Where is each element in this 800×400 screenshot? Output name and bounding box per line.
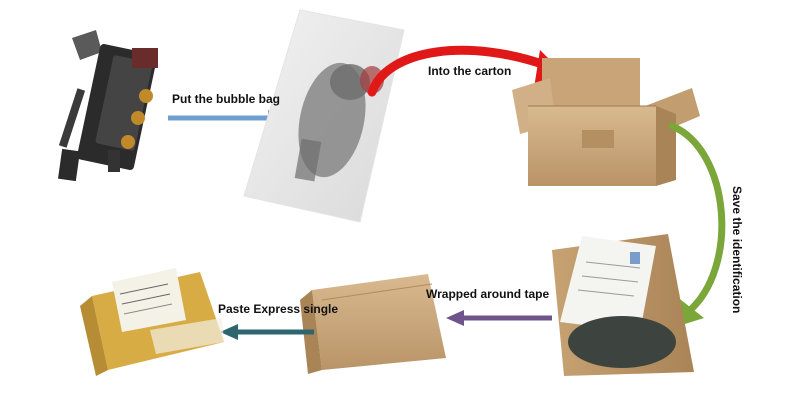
bubble-bag-package-icon xyxy=(243,9,405,223)
step-label-identification: Save the identification xyxy=(730,186,744,314)
arrow-4 xyxy=(446,310,552,326)
open-carton-icon xyxy=(512,58,700,186)
step-label-express: Paste Express single xyxy=(218,302,339,316)
taped-express-box-icon xyxy=(80,268,224,376)
carton-with-paper-icon xyxy=(552,234,694,376)
step-label-carton: Into the carton xyxy=(428,64,512,78)
step-label-tape: Wrapped around tape xyxy=(426,287,550,301)
step-label-bubble-bag: Put the bubble bag xyxy=(172,92,280,106)
arrow-5 xyxy=(220,324,314,340)
closed-carton-icon xyxy=(300,274,446,374)
ignition-coil-part-icon xyxy=(57,30,158,182)
